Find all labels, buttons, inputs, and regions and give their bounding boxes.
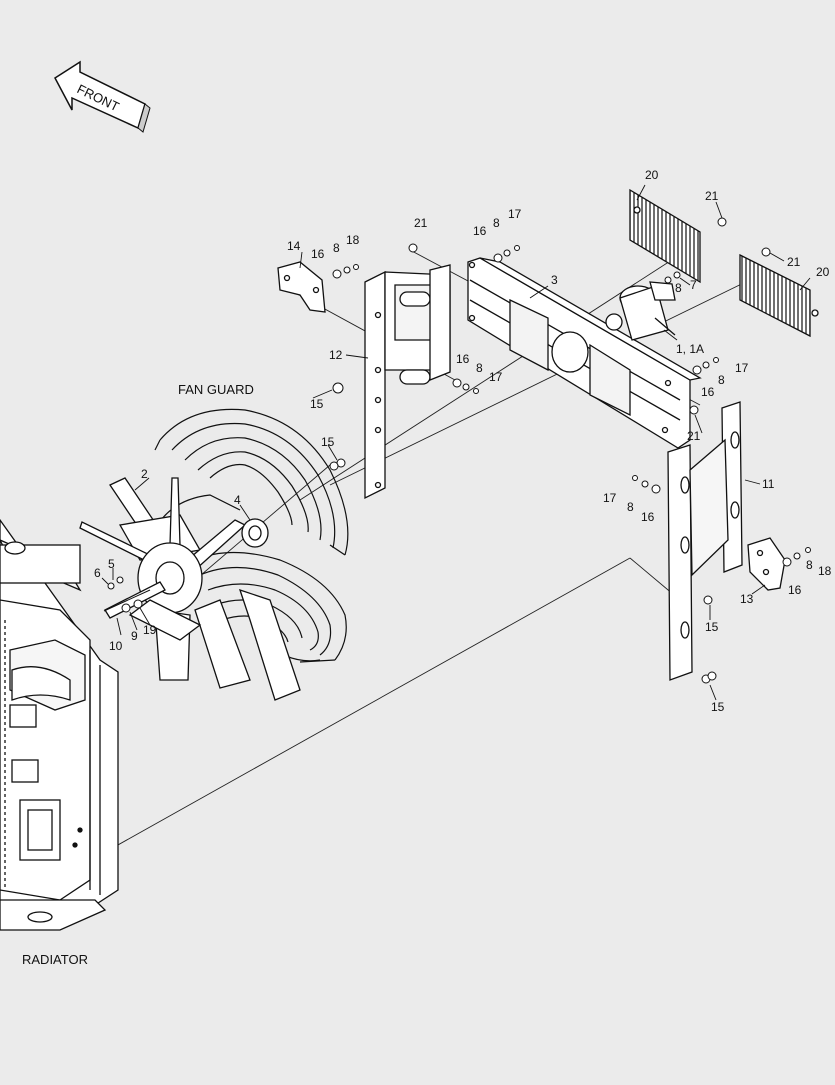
callout-8-c: 8 bbox=[675, 281, 682, 295]
fan-fasteners bbox=[103, 576, 151, 613]
actuator-1-1a bbox=[605, 281, 676, 341]
frame-11 bbox=[667, 401, 743, 681]
bracket-12 bbox=[364, 264, 451, 500]
callout-15-c: 15 bbox=[705, 620, 719, 634]
callout-20-top: 20 bbox=[645, 168, 659, 182]
callouts: 20 21 21 20 21 16 8 17 14 16 8 18 3 8 7 … bbox=[22, 168, 832, 967]
callout-17-c: 17 bbox=[735, 361, 749, 375]
callout-17-b: 17 bbox=[489, 370, 503, 384]
bracket-14 bbox=[277, 261, 326, 313]
callout-12: 12 bbox=[329, 348, 343, 362]
callout-16-f: 16 bbox=[788, 583, 802, 597]
callout-8-a: 8 bbox=[493, 216, 500, 230]
callout-8-d: 8 bbox=[476, 361, 483, 375]
callout-21-d: 21 bbox=[687, 429, 701, 443]
bracket-13 bbox=[747, 537, 786, 591]
callout-16-e: 16 bbox=[641, 510, 655, 524]
frame-3 bbox=[467, 257, 702, 449]
radiator-label: RADIATOR bbox=[22, 952, 88, 967]
callout-19: 19 bbox=[143, 623, 157, 637]
callout-7: 7 bbox=[690, 278, 697, 292]
callout-9: 9 bbox=[131, 629, 138, 643]
callout-4: 4 bbox=[234, 493, 241, 507]
fan-guard-label: FAN GUARD bbox=[178, 382, 254, 397]
callout-20-right: 20 bbox=[816, 265, 830, 279]
callout-10: 10 bbox=[109, 639, 123, 653]
callout-18-b: 18 bbox=[818, 564, 832, 578]
callout-3: 3 bbox=[551, 273, 558, 287]
callout-8-b: 8 bbox=[333, 241, 340, 255]
callout-21-left: 21 bbox=[414, 216, 428, 230]
callout-16-c: 16 bbox=[456, 352, 470, 366]
grille-20-top bbox=[629, 188, 701, 284]
callout-17-d: 17 bbox=[603, 491, 617, 505]
grille-20-right bbox=[739, 253, 819, 338]
leader-lines bbox=[101, 184, 811, 701]
callout-5: 5 bbox=[108, 557, 115, 571]
callout-16-b: 16 bbox=[311, 247, 325, 261]
callout-1-1a: 1, 1A bbox=[676, 342, 704, 356]
callout-21-right: 21 bbox=[787, 255, 801, 269]
spacer-part bbox=[241, 518, 269, 548]
callout-15-b: 15 bbox=[321, 435, 335, 449]
callout-16-d: 16 bbox=[701, 385, 715, 399]
callout-18-a: 18 bbox=[346, 233, 360, 247]
callout-16-a: 16 bbox=[473, 224, 487, 238]
callout-14: 14 bbox=[287, 239, 301, 253]
front-direction-arrow: FRONT bbox=[54, 60, 151, 133]
callout-15-a: 15 bbox=[310, 397, 324, 411]
callout-8-g: 8 bbox=[806, 558, 813, 572]
callout-6: 6 bbox=[94, 566, 101, 580]
callout-13: 13 bbox=[740, 592, 754, 606]
callout-8-f: 8 bbox=[627, 500, 634, 514]
callout-15-d: 15 bbox=[711, 700, 725, 714]
callout-8-e: 8 bbox=[718, 373, 725, 387]
fan-assembly bbox=[79, 477, 301, 701]
callout-2: 2 bbox=[141, 467, 148, 481]
radiator bbox=[0, 518, 119, 931]
callout-17-a: 17 bbox=[508, 207, 522, 221]
callout-21-top: 21 bbox=[705, 189, 719, 203]
callout-11: 11 bbox=[762, 477, 775, 491]
hardware-fasteners bbox=[329, 217, 811, 684]
